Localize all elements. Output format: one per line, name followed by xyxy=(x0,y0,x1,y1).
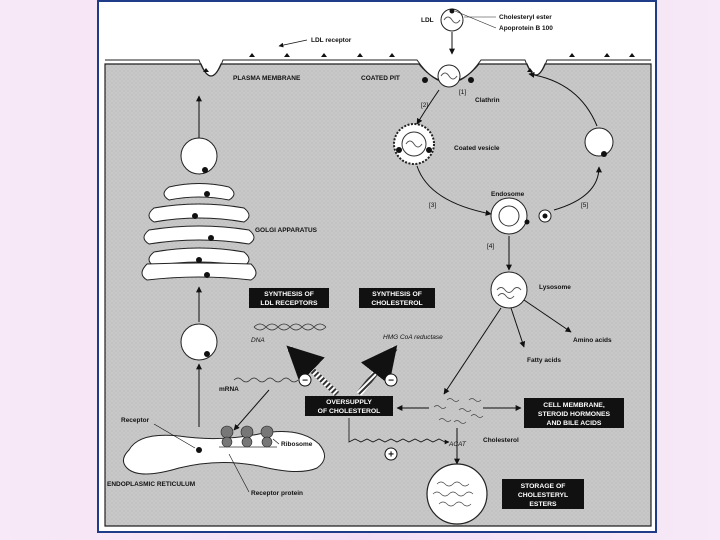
synthesis-ldl-receptors-box: SYNTHESIS OF LDL RECEPTORS xyxy=(249,288,329,308)
mrna-label: mRNA xyxy=(219,386,239,393)
svg-text:CELL MEMBRANE,: CELL MEMBRANE, xyxy=(543,402,605,409)
svg-text:CHOLESTERYL: CHOLESTERYL xyxy=(518,492,568,499)
plus-sign: + xyxy=(388,450,394,461)
golgi-label: GOLGI APPARATUS xyxy=(255,227,318,234)
receptor-label: Receptor xyxy=(121,417,150,424)
step-1: [1] xyxy=(459,89,466,96)
svg-text:LDL RECEPTORS: LDL RECEPTORS xyxy=(260,300,318,307)
step-2: [2] xyxy=(421,102,428,109)
coated-vesicle xyxy=(393,123,435,165)
coated-pit-label: COATED PIT xyxy=(361,75,400,82)
golgi-receptors xyxy=(192,167,214,278)
svg-text:ESTERS: ESTERS xyxy=(529,501,557,508)
coated-vesicle-label: Coated vesicle xyxy=(454,145,500,152)
dna-helix xyxy=(253,323,327,331)
apoprotein-label: Apoprotein B 100 xyxy=(499,25,553,32)
receptor-protein-label: Receptor protein xyxy=(251,490,303,497)
membrane-receptors xyxy=(203,53,635,83)
svg-text:OF CHOLESTEROL: OF CHOLESTEROL xyxy=(318,408,381,415)
step-4: [4] xyxy=(487,243,494,250)
ldl-particle xyxy=(440,8,497,32)
lysosome-label: Lysosome xyxy=(539,284,571,291)
step-5: [5] xyxy=(581,202,588,209)
fatty-acids-label: Fatty acids xyxy=(527,357,561,364)
svg-text:SYNTHESIS OF: SYNTHESIS OF xyxy=(264,291,314,298)
ldl-pathway-diagram: LDL Cholesteryl ester Apoprotein B 100 L… xyxy=(104,8,652,527)
svg-text:SYNTHESIS OF: SYNTHESIS OF xyxy=(372,291,422,298)
svg-text:AND BILE ACIDS: AND BILE ACIDS xyxy=(547,420,602,427)
hmg-label: HMG CoA reductase xyxy=(383,334,443,341)
diagram-frame: LDL Cholesteryl ester Apoprotein B 100 L… xyxy=(97,0,657,533)
amino-acids-label: Amino acids xyxy=(573,337,612,344)
ribosomes xyxy=(220,425,274,448)
svg-text:STEROID HORMONES: STEROID HORMONES xyxy=(538,411,611,418)
inhibit-arrow-right xyxy=(356,345,398,396)
ldl-label: LDL xyxy=(421,17,434,24)
plasma-membrane-label: PLASMA MEMBRANE xyxy=(233,75,301,82)
inhibit-arrow-left xyxy=(286,345,340,397)
er-label: ENDOPLASMIC RETICULUM xyxy=(107,481,195,488)
cholesterol-pool xyxy=(433,398,484,424)
lysosome xyxy=(490,271,528,309)
stimulation-zigzag xyxy=(348,418,450,445)
endosome xyxy=(490,197,552,235)
minus-sign-right: − xyxy=(388,376,394,387)
transport-vesicle xyxy=(180,323,218,361)
minus-sign-left: − xyxy=(302,376,308,387)
endosome-label: Endosome xyxy=(491,191,525,198)
oversupply-box: OVERSUPPLY OF CHOLESTEROL xyxy=(305,396,393,416)
storage-droplet xyxy=(426,463,488,525)
ribosome-label: Ribosome xyxy=(281,441,313,448)
endoplasmic-reticulum xyxy=(123,431,325,475)
svg-text:CHOLESTEROL: CHOLESTEROL xyxy=(371,300,422,307)
clathrin-label: Clathrin xyxy=(475,97,500,104)
storage-box: STORAGE OF CHOLESTERYL ESTERS xyxy=(502,479,584,509)
step-3: [3] xyxy=(429,202,436,209)
dna-label: DNA xyxy=(251,337,265,344)
cholesterol-label: Cholesterol xyxy=(483,437,519,444)
svg-text:STORAGE OF: STORAGE OF xyxy=(521,483,566,490)
cell-membrane-box: CELL MEMBRANE, STEROID HORMONES AND BILE… xyxy=(524,398,624,428)
synthesis-cholesterol-box: SYNTHESIS OF CHOLESTEROL xyxy=(359,288,435,308)
ldl-receptor-label: LDL receptor xyxy=(311,37,352,44)
svg-text:OVERSUPPLY: OVERSUPPLY xyxy=(326,399,372,406)
cholesteryl-ester-label: Cholesteryl ester xyxy=(499,14,552,21)
recycling-vesicle xyxy=(584,127,614,157)
golgi-apparatus xyxy=(141,137,257,281)
